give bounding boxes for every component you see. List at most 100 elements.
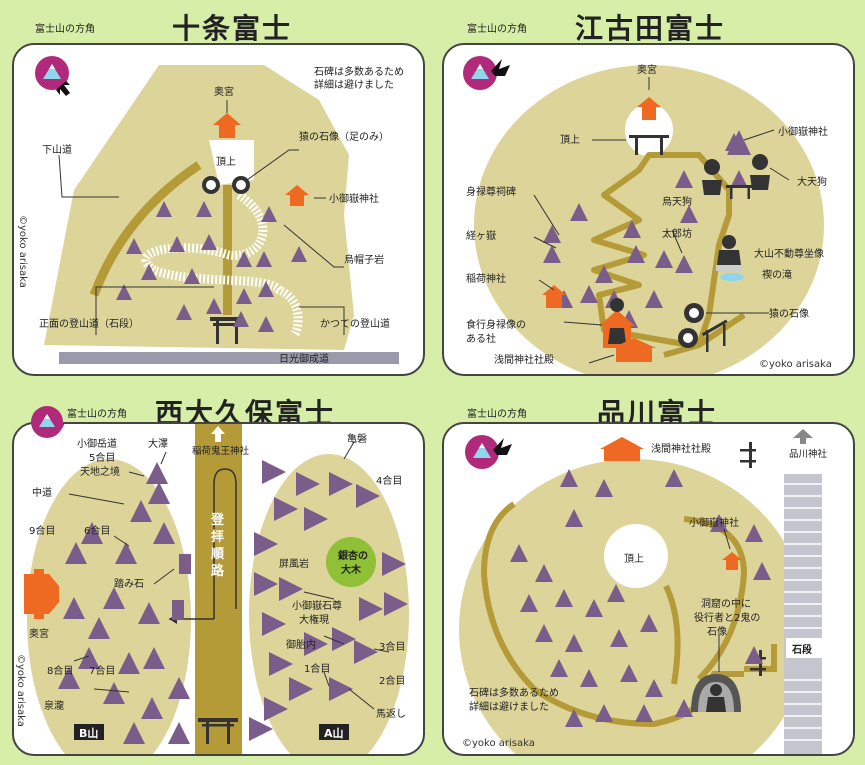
mound [44,65,354,350]
label-chudo: 中道 [32,486,52,499]
panel-title-ekoda: 江古田富士 [575,12,726,45]
panel-title-jujo: 十条富士 [172,12,293,45]
ekoda-map: 奥宮 頂上 小御嶽神社 身禄尊祠碑 大天狗 烏天狗 経ヶ嶽 太郎坊 大山不動尊坐… [463,56,832,374]
label-hachigome: 8合目 [47,664,73,677]
label-ishidan: 石段 [791,643,812,656]
label-inari: 稲荷神社 [466,272,506,285]
label-oyama: 大山不動尊坐像 [754,247,824,260]
label-nanagome: 7合目 [89,664,115,677]
label-asan-box: A山 [319,724,349,740]
label-saru: 猿の石像（足のみ） [299,130,389,143]
map-panel-nishiokubo: 登拝 順路 稲荷鬼王神社 小御岳道 大澤 5合目 天地之境 中道 9合目 6合目… [12,422,425,756]
label-taroubo: 太郎坊 [662,227,692,240]
label-dokutsu-2: 役行者と2鬼の [694,611,760,624]
climb-path [591,152,732,358]
tengu-icon [702,154,770,195]
shrine-icon [213,113,241,138]
svg-text:拝: 拝 [211,529,224,545]
label-sangome: 3合目 [379,640,405,653]
direction-label-jujo: 富士山の方角 [35,24,95,35]
label-shimoyama: 下山道 [42,143,72,156]
map-panel-ekoda: 奥宮 頂上 小御嶽神社 身禄尊祠碑 大天狗 烏天狗 経ヶ嶽 太郎坊 大山不動尊坐… [442,43,855,376]
shrine-icon [600,437,644,461]
label-karasutengu: 烏天狗 [662,195,692,208]
copyright: ©yoko arisaka [462,738,535,749]
label-chojo: 頂上 [560,134,580,146]
torii-icon [198,718,238,744]
label-ginkgo-1: 銀杏の [338,549,368,562]
label-miroku: 身禄尊祠碑 [466,185,516,198]
old-path [141,191,303,339]
label-gogome: 5合目 [89,451,115,464]
shrine-icon [722,552,742,570]
torii-icon [629,135,669,155]
label-okumiya: 奥宮 [637,63,657,76]
map-panel-jujo: 奥宮 頂上 猿の石像（足のみ） 小御嶽神社 下山道 烏帽子岩 正面の登山道（石段… [12,43,425,376]
note-line-2: 詳細は避けました [314,78,394,91]
label-bsan-box: B山 [74,724,104,740]
label-sengen: 浅間神社社殿 [494,353,554,366]
direction-label-ekoda: 富士山の方角 [467,24,527,35]
stepping-stone [179,554,191,574]
label-chojo: 頂上 [624,553,644,565]
label-shinagawa-jinja: 品川神社 [789,448,828,460]
label-kyugome: 9合目 [29,524,55,537]
label-komitakedake: 小御岳道 [77,437,117,450]
label-bsan: B山 [79,726,98,740]
label-yongome: 4合目 [376,474,402,487]
label-komitake-sekison-1: 小御嶽石尊 [292,599,342,612]
label-dokutsu-1: 洞窟の中に [701,597,751,610]
nishiokubo-map: 登拝 順路 稲荷鬼王神社 小御岳道 大澤 5合目 天地之境 中道 9合目 6合目… [15,424,409,754]
torii-icon [726,185,754,199]
label-fumiishi: 踏み石 [114,577,144,590]
label-dokutsu-3: 石像 [707,626,727,638]
shrine-icon [285,185,309,206]
compass-fuji-icon [465,435,512,469]
label-nikko: 日光御成道 [279,352,329,365]
svg-text:路: 路 [211,563,225,579]
main-path [195,424,242,754]
compass-fuji-icon [463,56,510,90]
label-misogi: 禊の滝 [762,268,792,281]
route-line [213,468,237,619]
label-eboshi: 烏帽子岩 [344,253,384,266]
label-byobu: 屏風岩 [279,557,309,570]
label-daitengu: 大天狗 [797,175,827,188]
descent-path [89,161,202,297]
shrine-icon [599,298,635,348]
monkey-statue-icon [202,176,250,194]
label-umagaeshi: 馬返し [376,708,406,720]
label-saru: 猿の石像 [769,307,809,320]
stepping-stone [172,600,184,620]
nikko-road [59,352,399,364]
label-komitake: 小御嶽神社 [329,192,379,205]
label-ginkgo-2: 大木 [341,563,362,576]
map-panel-shinagawa: 浅間神社社殿 品川神社 頂上 小御嶽神社 洞窟の中に 役行者と2鬼の 石像 石段… [442,422,855,756]
monkey-statue-icon [678,303,704,348]
label-asan: A山 [324,726,344,740]
label-otainai: 御胎内 [286,638,316,651]
label-kameiwa: 亀磐 [347,432,367,445]
main-stairs [223,185,232,315]
note-line-2: 詳細は避けました [469,700,549,713]
direction-label-nishiokubo: 富士山の方角 [67,409,127,420]
copyright: ©yoko arisaka [15,654,26,727]
copyright: ©yoko arisaka [17,215,28,288]
svg-text:登: 登 [210,512,225,528]
label-katsute: かつての登山道 [320,317,390,330]
compass-fuji-icon [35,56,70,96]
label-chojo: 頂上 [216,156,236,168]
label-sengen: 浅間神社社殿 [651,442,711,455]
label-nigome: 2合目 [379,674,405,687]
note-line-1: 石碑は多数あるため [469,686,559,699]
label-shomen: 正面の登山道（石段） [39,317,139,330]
shrine-icon [24,569,59,619]
arrow-up-icon [793,429,813,444]
torii-icon [210,317,244,344]
jujo-map: 奥宮 頂上 猿の石像（足のみ） 小御嶽神社 下山道 烏帽子岩 正面の登山道（石段… [17,56,404,365]
label-komitake: 小御嶽神社 [689,516,739,529]
label-inari: 稲荷鬼王神社 [192,445,250,457]
label-jikigyo-1: 食行身禄像の [466,318,526,331]
label-ichigome: 1合目 [304,662,330,675]
arrow-up-icon [211,426,225,442]
